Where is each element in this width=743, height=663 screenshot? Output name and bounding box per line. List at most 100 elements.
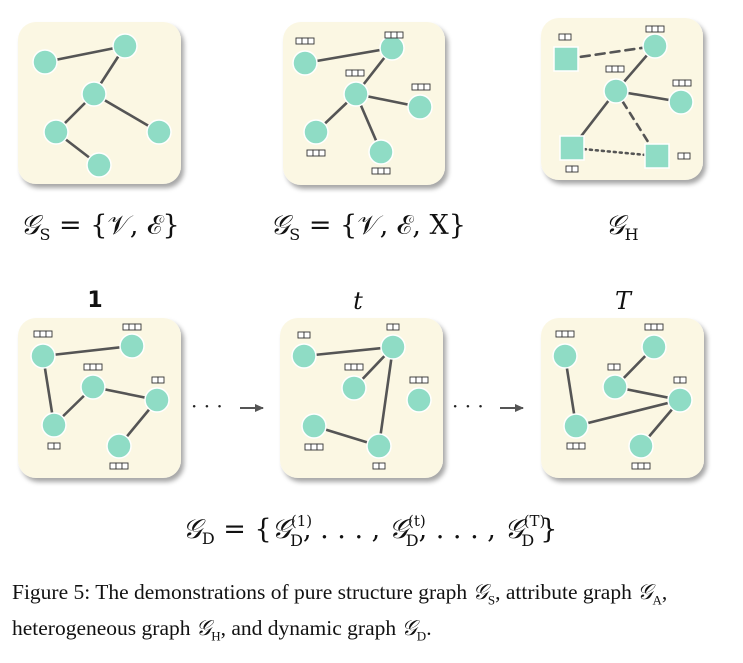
node [80, 374, 106, 400]
time-label-1: 1 [87, 288, 102, 313]
node [32, 49, 58, 75]
formula-dynamic: 𝒢D = {𝒢(1)D, . . . , 𝒢(t)D, . . . , 𝒢(T)… [183, 512, 558, 550]
attr-vector [151, 376, 165, 384]
node [642, 33, 668, 59]
node [366, 433, 392, 459]
attr-vector [372, 462, 386, 470]
attr-vector [345, 69, 365, 77]
node [301, 413, 327, 439]
figure-caption: Figure 5: The demonstrations of pure str… [12, 580, 668, 644]
dynamic-graph-T [552, 323, 693, 470]
attr-vector [33, 330, 53, 338]
node [144, 387, 170, 413]
node [30, 343, 56, 369]
hetero-graph [553, 25, 694, 173]
formula-structure: 𝒢S = {𝒱, ℰ} [20, 210, 179, 244]
node-square [553, 46, 579, 72]
edge [41, 344, 134, 358]
attr-vector [109, 462, 129, 470]
attr-vector [607, 363, 621, 371]
node [119, 333, 145, 359]
ellipsis-1: · · · [191, 394, 223, 418]
attr-vector [295, 37, 315, 45]
structure-graph [32, 33, 172, 178]
attr-vector [565, 165, 579, 173]
attribute-graph [292, 31, 433, 175]
time-labels: 1 t T [87, 287, 633, 315]
node [368, 139, 394, 165]
attr-vector [673, 376, 687, 384]
node [380, 334, 406, 360]
edge-dashed [564, 44, 657, 61]
attr-vector [566, 442, 586, 450]
node [86, 152, 112, 178]
node [406, 387, 432, 413]
node [41, 412, 67, 438]
node [146, 119, 172, 145]
node [602, 374, 628, 400]
attr-vector [83, 363, 103, 371]
node [106, 433, 132, 459]
node [552, 343, 578, 369]
attr-vector [645, 25, 665, 33]
node-square [644, 143, 670, 169]
node [563, 413, 589, 439]
time-label-t: t [353, 287, 363, 315]
node-square [559, 135, 585, 161]
node [341, 375, 367, 401]
edge-dotted [570, 146, 659, 158]
time-arrows: · · · · · · [191, 394, 524, 418]
formula-hetero: 𝒢H [605, 210, 638, 244]
node [668, 89, 694, 115]
node [641, 334, 667, 360]
attr-vector [605, 65, 625, 73]
node [343, 81, 369, 107]
node [291, 343, 317, 369]
time-label-T: T [615, 287, 633, 315]
node [292, 50, 318, 76]
panel-dynamic-T [541, 318, 704, 478]
panel-dynamic-1 [18, 318, 181, 478]
node [667, 387, 693, 413]
attr-vector [371, 167, 391, 175]
attribute-vectors [297, 323, 429, 470]
attribute-vectors [555, 323, 687, 470]
attr-vector [386, 323, 400, 331]
node [379, 35, 405, 61]
node [112, 33, 138, 59]
attr-vector [644, 323, 664, 331]
dynamic-graph-1 [30, 323, 170, 470]
edge [574, 398, 682, 428]
attr-vector [344, 363, 364, 371]
formula-attribute: 𝒢S = {𝒱, ℰ, X} [270, 210, 466, 244]
node [628, 433, 654, 459]
graph-types-diagram: · · · · · · 1 t T 𝒢S = {𝒱, ℰ} 𝒢S = {𝒱, ℰ… [18, 18, 704, 550]
attr-vector [411, 83, 431, 91]
attr-vector [122, 323, 142, 331]
attr-vector [384, 31, 404, 39]
attribute-vectors [33, 323, 165, 470]
edge [43, 44, 127, 64]
edge [303, 46, 394, 65]
attribute-vectors [558, 25, 692, 173]
attr-vector [677, 152, 691, 160]
edge [377, 345, 395, 448]
attr-vector [304, 443, 324, 451]
attr-vector [47, 442, 61, 450]
attr-vector [555, 330, 575, 338]
node [603, 78, 629, 104]
attr-vector [631, 462, 651, 470]
node [81, 81, 107, 107]
attr-vector [672, 79, 692, 87]
dynamic-graph-t [291, 323, 432, 470]
node [407, 94, 433, 120]
node [303, 119, 329, 145]
attr-vector [409, 376, 429, 384]
edge [302, 345, 395, 358]
attr-vector [306, 149, 326, 157]
attr-vector [297, 331, 311, 339]
ellipsis-2: · · · [452, 394, 484, 418]
attr-vector [558, 33, 572, 41]
attribute-vectors [295, 31, 431, 175]
node [43, 119, 69, 145]
